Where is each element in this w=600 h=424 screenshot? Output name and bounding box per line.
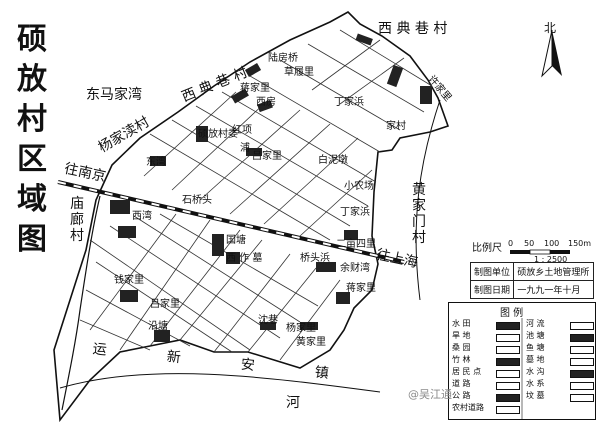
title-char: 图 xyxy=(17,222,47,257)
legend-swatch xyxy=(570,322,594,330)
place-label: 沈巷 xyxy=(258,315,278,326)
place-label: 西 作 墓 xyxy=(226,253,263,264)
place-label: 家村 xyxy=(386,121,406,132)
north-label: 北 xyxy=(544,21,557,35)
place-label: 丁家浜 xyxy=(334,97,364,108)
legend-swatch xyxy=(570,382,594,390)
place-label: 白泥墩 xyxy=(318,155,348,166)
place-label: 余财湾 xyxy=(340,263,370,274)
place-label: 西房 xyxy=(256,97,276,108)
place-label: 黄 家 门 村 xyxy=(412,182,426,246)
title-char: 硕 xyxy=(17,22,47,57)
title-char: 区 xyxy=(17,142,47,177)
title-char: 放 xyxy=(17,62,47,97)
canal-west xyxy=(61,195,101,411)
north-arrow-icon xyxy=(541,29,562,78)
legend-swatch xyxy=(496,358,520,366)
place-label: 河 xyxy=(286,395,300,411)
legend-swatch xyxy=(496,406,520,414)
legend-swatch xyxy=(496,346,520,354)
scale-tick: 150m xyxy=(568,239,592,248)
legend-swatch xyxy=(496,334,520,342)
scale-tick: 100 xyxy=(544,239,560,248)
legend-item: 水 系 xyxy=(526,379,545,388)
legend-swatch xyxy=(496,382,520,390)
legend-item: 旱 地 xyxy=(452,331,471,340)
legend-item: 居 民 点 xyxy=(452,367,482,376)
river-east xyxy=(415,99,441,301)
place-label: 草履里 xyxy=(284,67,314,78)
legend-swatch xyxy=(570,346,594,354)
place-label: 杨家里 xyxy=(286,323,316,334)
watermark: @吴江通 xyxy=(408,388,452,401)
legend-swatch xyxy=(496,394,520,402)
legend-item: 坟 墓 xyxy=(526,391,545,400)
area-boundary xyxy=(53,11,450,423)
settlements xyxy=(110,33,432,342)
place-label: 石桥头 xyxy=(182,195,212,206)
scale-bar xyxy=(510,249,570,255)
legend-swatch xyxy=(570,370,594,378)
legend-item: 道 路 xyxy=(452,379,471,388)
legend-item: 公 路 xyxy=(452,391,471,400)
legend-item: 鱼 塘 xyxy=(526,343,545,352)
place-label: 硕放村委 xyxy=(198,129,238,140)
place-label: 吕家里 xyxy=(252,151,282,162)
place-label: 钱家里 xyxy=(114,275,144,286)
place-label: 沿塘 xyxy=(148,321,168,332)
legend-item: 河 流 xyxy=(526,319,545,328)
canal-south xyxy=(59,373,381,393)
legend-item: 墓 地 xyxy=(526,355,545,364)
place-label: 国塘 xyxy=(226,235,246,246)
place-label: 庙廊村 xyxy=(70,196,84,244)
place-label: 丁家浜 xyxy=(340,207,370,218)
date-value: 一九九一年十月 xyxy=(513,280,594,299)
place-label: 陆房桥 xyxy=(268,53,298,64)
map-title: 硕 放 村 区 域 图 xyxy=(10,20,54,260)
org-label: 制图单位 xyxy=(469,262,515,281)
date-label: 制图日期 xyxy=(469,280,515,299)
legend-swatch xyxy=(496,322,520,330)
title-char: 域 xyxy=(17,182,47,217)
legend-swatch xyxy=(570,358,594,366)
place-label: 浦 xyxy=(240,143,250,154)
legend-item: 竹 林 xyxy=(452,355,471,364)
railway-dash xyxy=(57,181,405,263)
title-char: 村 xyxy=(17,102,47,137)
place-label: 小农场 xyxy=(344,181,374,192)
place-label: 蒋家里 xyxy=(240,83,270,94)
org-value: 硕放乡土地管理所 xyxy=(513,262,594,281)
scale-tick: 50 xyxy=(524,239,535,248)
place-label: 桥头浜 xyxy=(300,253,330,264)
legend-swatch xyxy=(570,394,594,402)
map-info-table: 制图单位硕放乡土地管理所 制图日期一九九一年十月 xyxy=(469,262,594,299)
place-label: 二亩四里 xyxy=(336,239,376,250)
legend-item: 桑 园 xyxy=(452,343,471,352)
scale-tick: 0 xyxy=(508,239,514,248)
place-label: 蒋家里 xyxy=(346,283,376,294)
legend-swatch xyxy=(496,370,520,378)
place-label: 西湾 xyxy=(132,211,152,222)
place-label: 东湾 xyxy=(146,157,166,168)
legend-title: 图 例 xyxy=(500,308,524,319)
legend-item: 水 沟 xyxy=(526,367,545,376)
legend-swatch xyxy=(570,334,594,342)
field-grid-south xyxy=(79,213,341,361)
place-label: 吕家里 xyxy=(150,299,180,310)
scale-label: 比例尺 xyxy=(472,243,502,254)
legend-item: 水 田 xyxy=(452,319,471,328)
legend-item: 池 塘 xyxy=(526,331,545,340)
place-label: 西 典 巷 村 xyxy=(378,21,448,37)
place-label: 红项 xyxy=(232,125,252,136)
legend-item: 农村道路 xyxy=(452,403,484,412)
place-label: 东马家湾 xyxy=(86,87,142,103)
place-label: 黄家里 xyxy=(296,337,326,348)
scale-ratio: 1 : 2500 xyxy=(534,255,568,264)
